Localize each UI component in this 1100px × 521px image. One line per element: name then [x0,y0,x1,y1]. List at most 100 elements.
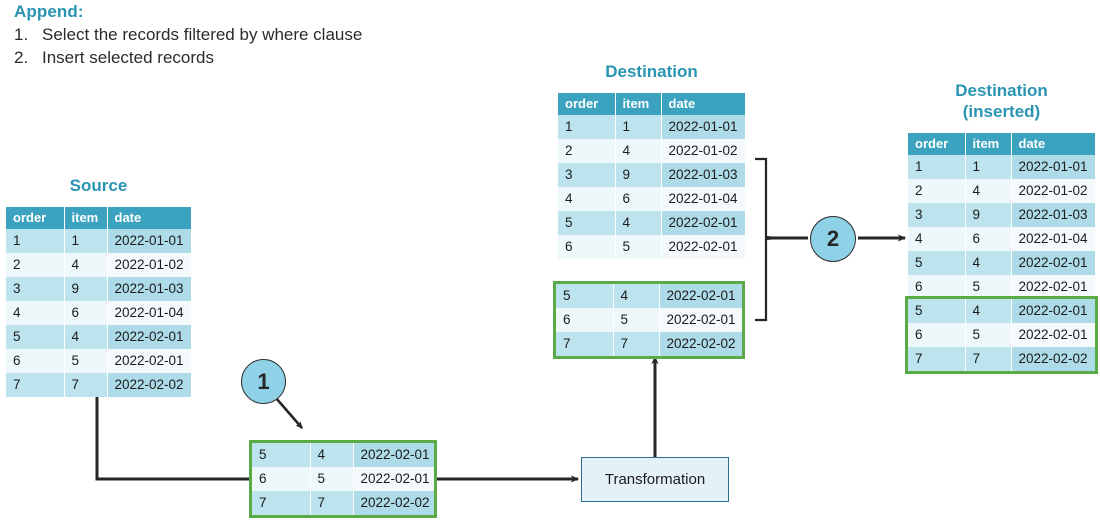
cell-order: 4 [908,227,966,251]
step-marker-2: 2 [810,216,856,262]
cell-order: 4 [6,301,65,325]
cell-date: 2022-02-01 [661,235,745,259]
cell-item: 6 [615,187,662,211]
cell-item: 5 [64,349,108,373]
source-table-title: Source [69,176,128,195]
cell-item: 7 [64,373,108,397]
column-header-date: date [107,207,191,229]
cell-date: 2022-02-02 [353,491,434,515]
legend-list: 1. Select the records filtered by where … [14,23,534,69]
cell-order: 7 [252,491,311,515]
cell-date: 2022-02-01 [353,443,434,467]
cell-order: 6 [908,275,966,299]
cell-order: 2 [908,179,966,203]
cell-order: 3 [6,277,65,301]
cell-order: 1 [6,229,65,253]
cell-order: 4 [558,187,616,211]
legend-block: Append: 1. Select the records filtered b… [14,2,534,69]
cell-order: 1 [558,115,616,139]
cell-date: 2022-01-04 [107,301,191,325]
destination-inserted-title-line1: Destination [955,81,1048,100]
column-header-item: item [965,133,1012,155]
cell-order: 5 [558,211,616,235]
legend-heading: Append: [14,2,84,21]
cell-item: 1 [965,155,1012,179]
legend-item-2-text: Insert selected records [42,48,214,67]
cell-date: 2022-02-01 [107,325,191,349]
destination-inserted-title-line2: (inserted) [962,102,1041,121]
cell-item: 4 [613,284,660,308]
cell-date: 2022-02-01 [107,349,191,373]
cell-order: 5 [6,325,65,349]
cell-item: 4 [64,253,108,277]
cell-item: 9 [64,277,108,301]
cell-date: 2022-02-02 [107,373,191,397]
cell-order: 6 [558,235,616,259]
cell-item: 9 [965,203,1012,227]
cell-order: 1 [908,155,966,179]
column-header-item: item [615,93,662,115]
cell-order: 2 [6,253,65,277]
cell-order: 2 [558,139,616,163]
cell-date: 2022-02-01 [1011,299,1095,323]
cell-item: 4 [615,211,662,235]
cell-item: 1 [615,115,662,139]
cell-order: 7 [556,332,614,356]
cell-order: 6 [6,349,65,373]
cell-date: 2022-02-01 [659,308,742,332]
cell-item: 7 [310,491,354,515]
cell-order: 3 [908,203,966,227]
column-header-order: order [908,133,966,155]
cell-item: 5 [310,467,354,491]
cell-item: 4 [310,443,354,467]
cell-order: 6 [252,467,311,491]
legend-item-1: 1. Select the records filtered by where … [14,23,534,46]
cell-order: 7 [908,347,966,371]
cell-order: 5 [908,299,966,323]
cell-date: 2022-01-03 [661,163,745,187]
legend-item-2-number: 2. [14,48,29,67]
cell-item: 5 [965,275,1012,299]
cell-date: 2022-01-02 [107,253,191,277]
cell-item: 4 [615,139,662,163]
cell-date: 2022-01-04 [1011,227,1095,251]
cell-date: 2022-02-01 [353,467,434,491]
cell-item: 4 [965,179,1012,203]
column-header-order: order [6,207,65,229]
cell-order: 5 [252,443,311,467]
cell-item: 6 [64,301,108,325]
legend-item-1-text: Select the records filtered by where cla… [42,25,363,44]
cell-item: 5 [965,323,1012,347]
cell-order: 5 [556,284,614,308]
column-header-item: item [64,207,108,229]
cell-date: 2022-01-01 [1011,155,1095,179]
